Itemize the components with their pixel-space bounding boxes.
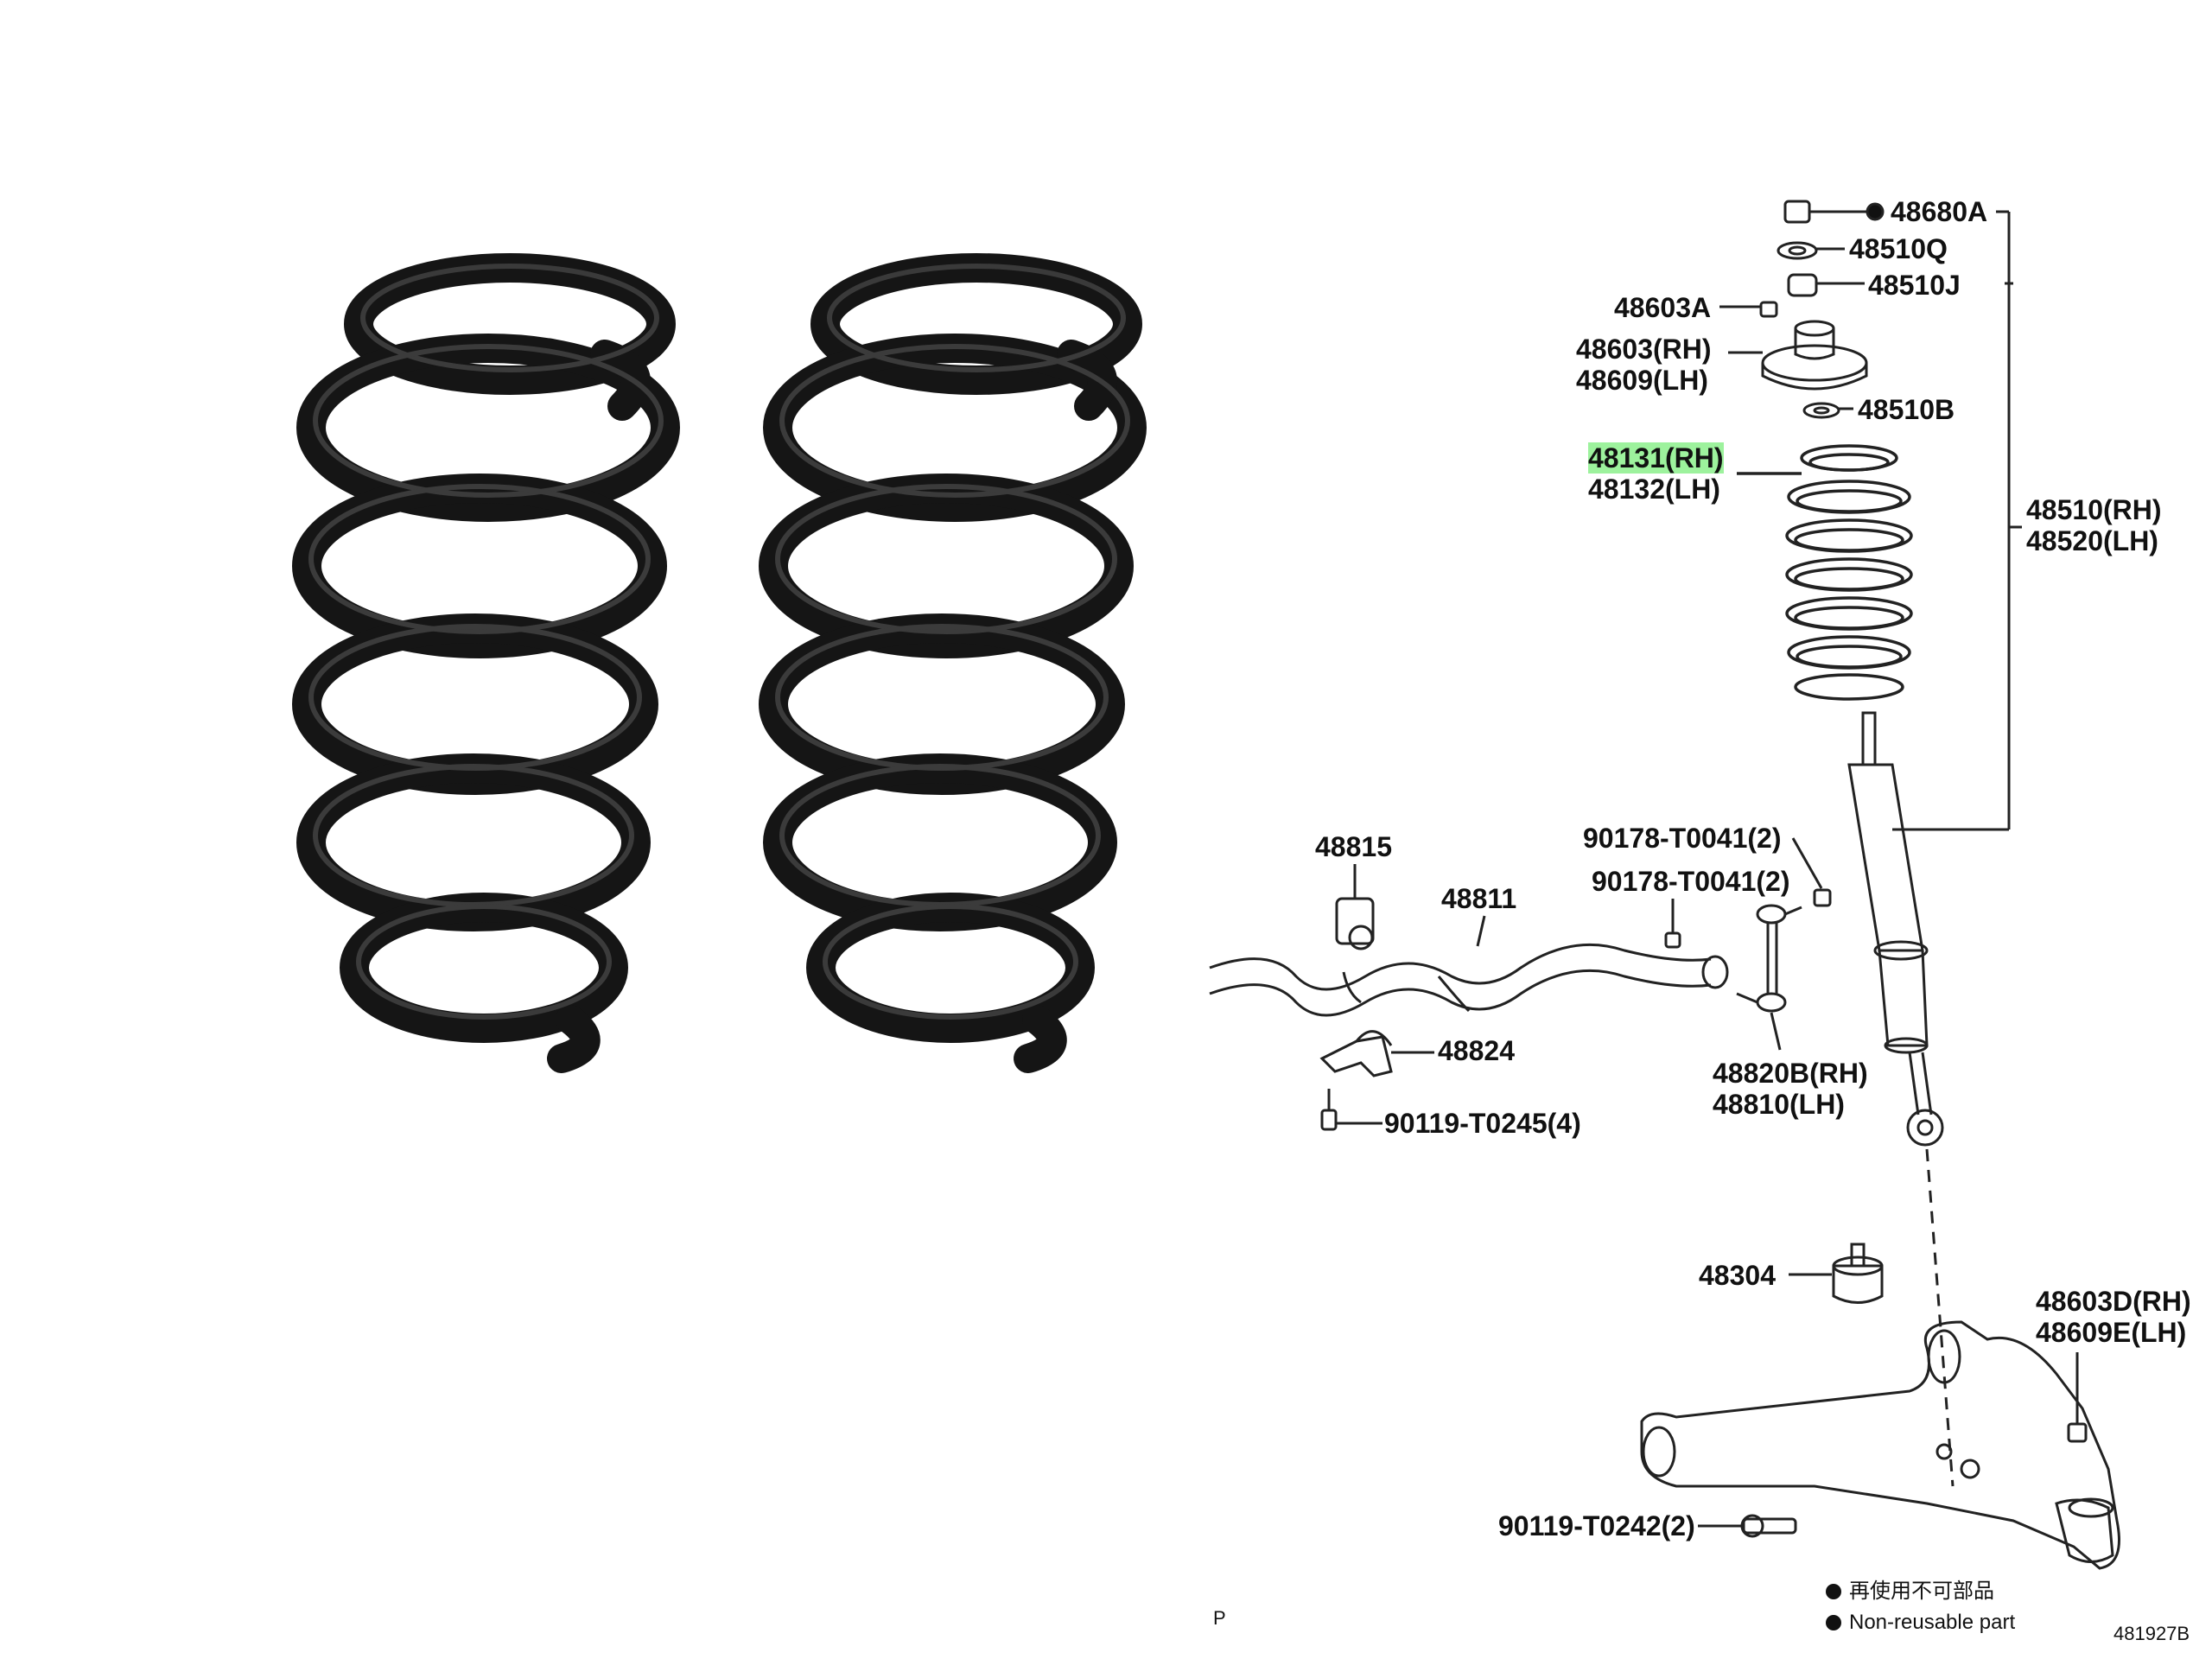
part-label-90178-T0041-a[interactable]: 90178-T0041(2)	[1583, 823, 1782, 854]
washer-48510Q-drawing	[1777, 241, 1845, 260]
bracket-48510-line	[1996, 210, 2022, 830]
part-label-48603A[interactable]: 48603A	[1614, 292, 1712, 323]
part-label-48304[interactable]: 48304	[1699, 1260, 1776, 1291]
bolt-90119-T0245-drawing	[1320, 1089, 1382, 1131]
part-label-48824[interactable]: 48824	[1438, 1035, 1515, 1066]
stabilizer-link-drawing	[1736, 904, 1802, 1051]
legend-japanese: 再使用不可部品	[1849, 1580, 1994, 1603]
part-label-48603-rh[interactable]: 48603(RH)	[1576, 334, 1712, 365]
legend-english: Non-reusable part	[1849, 1611, 2016, 1634]
nut-48603D-drawing	[2067, 1352, 2088, 1443]
shock-absorber-drawing	[1847, 711, 2009, 1147]
part-label-48609-lh[interactable]: 48609(LH)	[1576, 365, 1708, 396]
page-marker: P	[1213, 1607, 1226, 1629]
bracket-48824-drawing	[1319, 1030, 1434, 1077]
part-label-48810-lh[interactable]: 48810(LH)	[1713, 1089, 1845, 1120]
part-label-90178-T0041-b[interactable]: 90178-T0041(2)	[1592, 866, 1790, 897]
part-label-48510B[interactable]: 48510B	[1858, 394, 1955, 425]
part-label-48132-lh[interactable]: 48132(LH)	[1588, 474, 1720, 505]
coil-spring-48131-drawing	[1737, 444, 1913, 701]
part-label-90119-T0245[interactable]: 90119-T0245(4)	[1384, 1108, 1581, 1139]
coil-spring-photo-right	[759, 253, 1147, 1073]
part-label-48609E-lh[interactable]: 48609E(LH)	[2036, 1317, 2187, 1348]
highlighted-part: 48131(RH)	[1588, 442, 1724, 474]
part-label-48815[interactable]: 48815	[1315, 831, 1392, 862]
part-label-48510-rh[interactable]: 48510(RH)	[2026, 494, 2162, 525]
diagram-id: 481927B	[2113, 1623, 2190, 1644]
part-label-48520-lh[interactable]: 48520(LH)	[2026, 525, 2158, 556]
nut-48680A-drawing	[1783, 200, 1885, 224]
part-label-48820B-rh[interactable]: 48820B(RH)	[1713, 1058, 1868, 1089]
bolt-90119-T0242-drawing	[1698, 1514, 1797, 1538]
nut-48603A-drawing	[1719, 301, 1778, 318]
legend-bullet-en	[1826, 1615, 1841, 1630]
stabilizer-bar-drawing	[1209, 915, 1729, 1017]
part-label-48510J[interactable]: 48510J	[1868, 270, 1961, 301]
part-label-48811[interactable]: 48811	[1441, 883, 1517, 914]
part-label-90119-T0242[interactable]: 90119-T0242(2)	[1498, 1510, 1695, 1541]
part-label-48680A[interactable]: 48680A	[1891, 196, 1988, 227]
legend-bullet-jp	[1826, 1584, 1841, 1599]
bumper-48304-drawing	[1789, 1243, 1884, 1304]
part-label-48131-rh[interactable]: 48131(RH)	[1588, 442, 1724, 474]
axis-dashed-line	[1925, 1148, 1955, 1487]
part-label-48603D-rh[interactable]: 48603D(RH)	[2036, 1286, 2191, 1317]
bushing-48815-drawing	[1335, 864, 1375, 950]
coil-spring-photo-left	[292, 253, 680, 1073]
upper-mount-drawing	[1728, 320, 1868, 391]
part-label-48510Q[interactable]: 48510Q	[1849, 233, 1948, 264]
lower-arm-drawing	[1640, 1320, 2120, 1570]
seat-48510B-drawing	[1802, 402, 1853, 419]
nut-90178-drawing	[1664, 837, 1832, 949]
